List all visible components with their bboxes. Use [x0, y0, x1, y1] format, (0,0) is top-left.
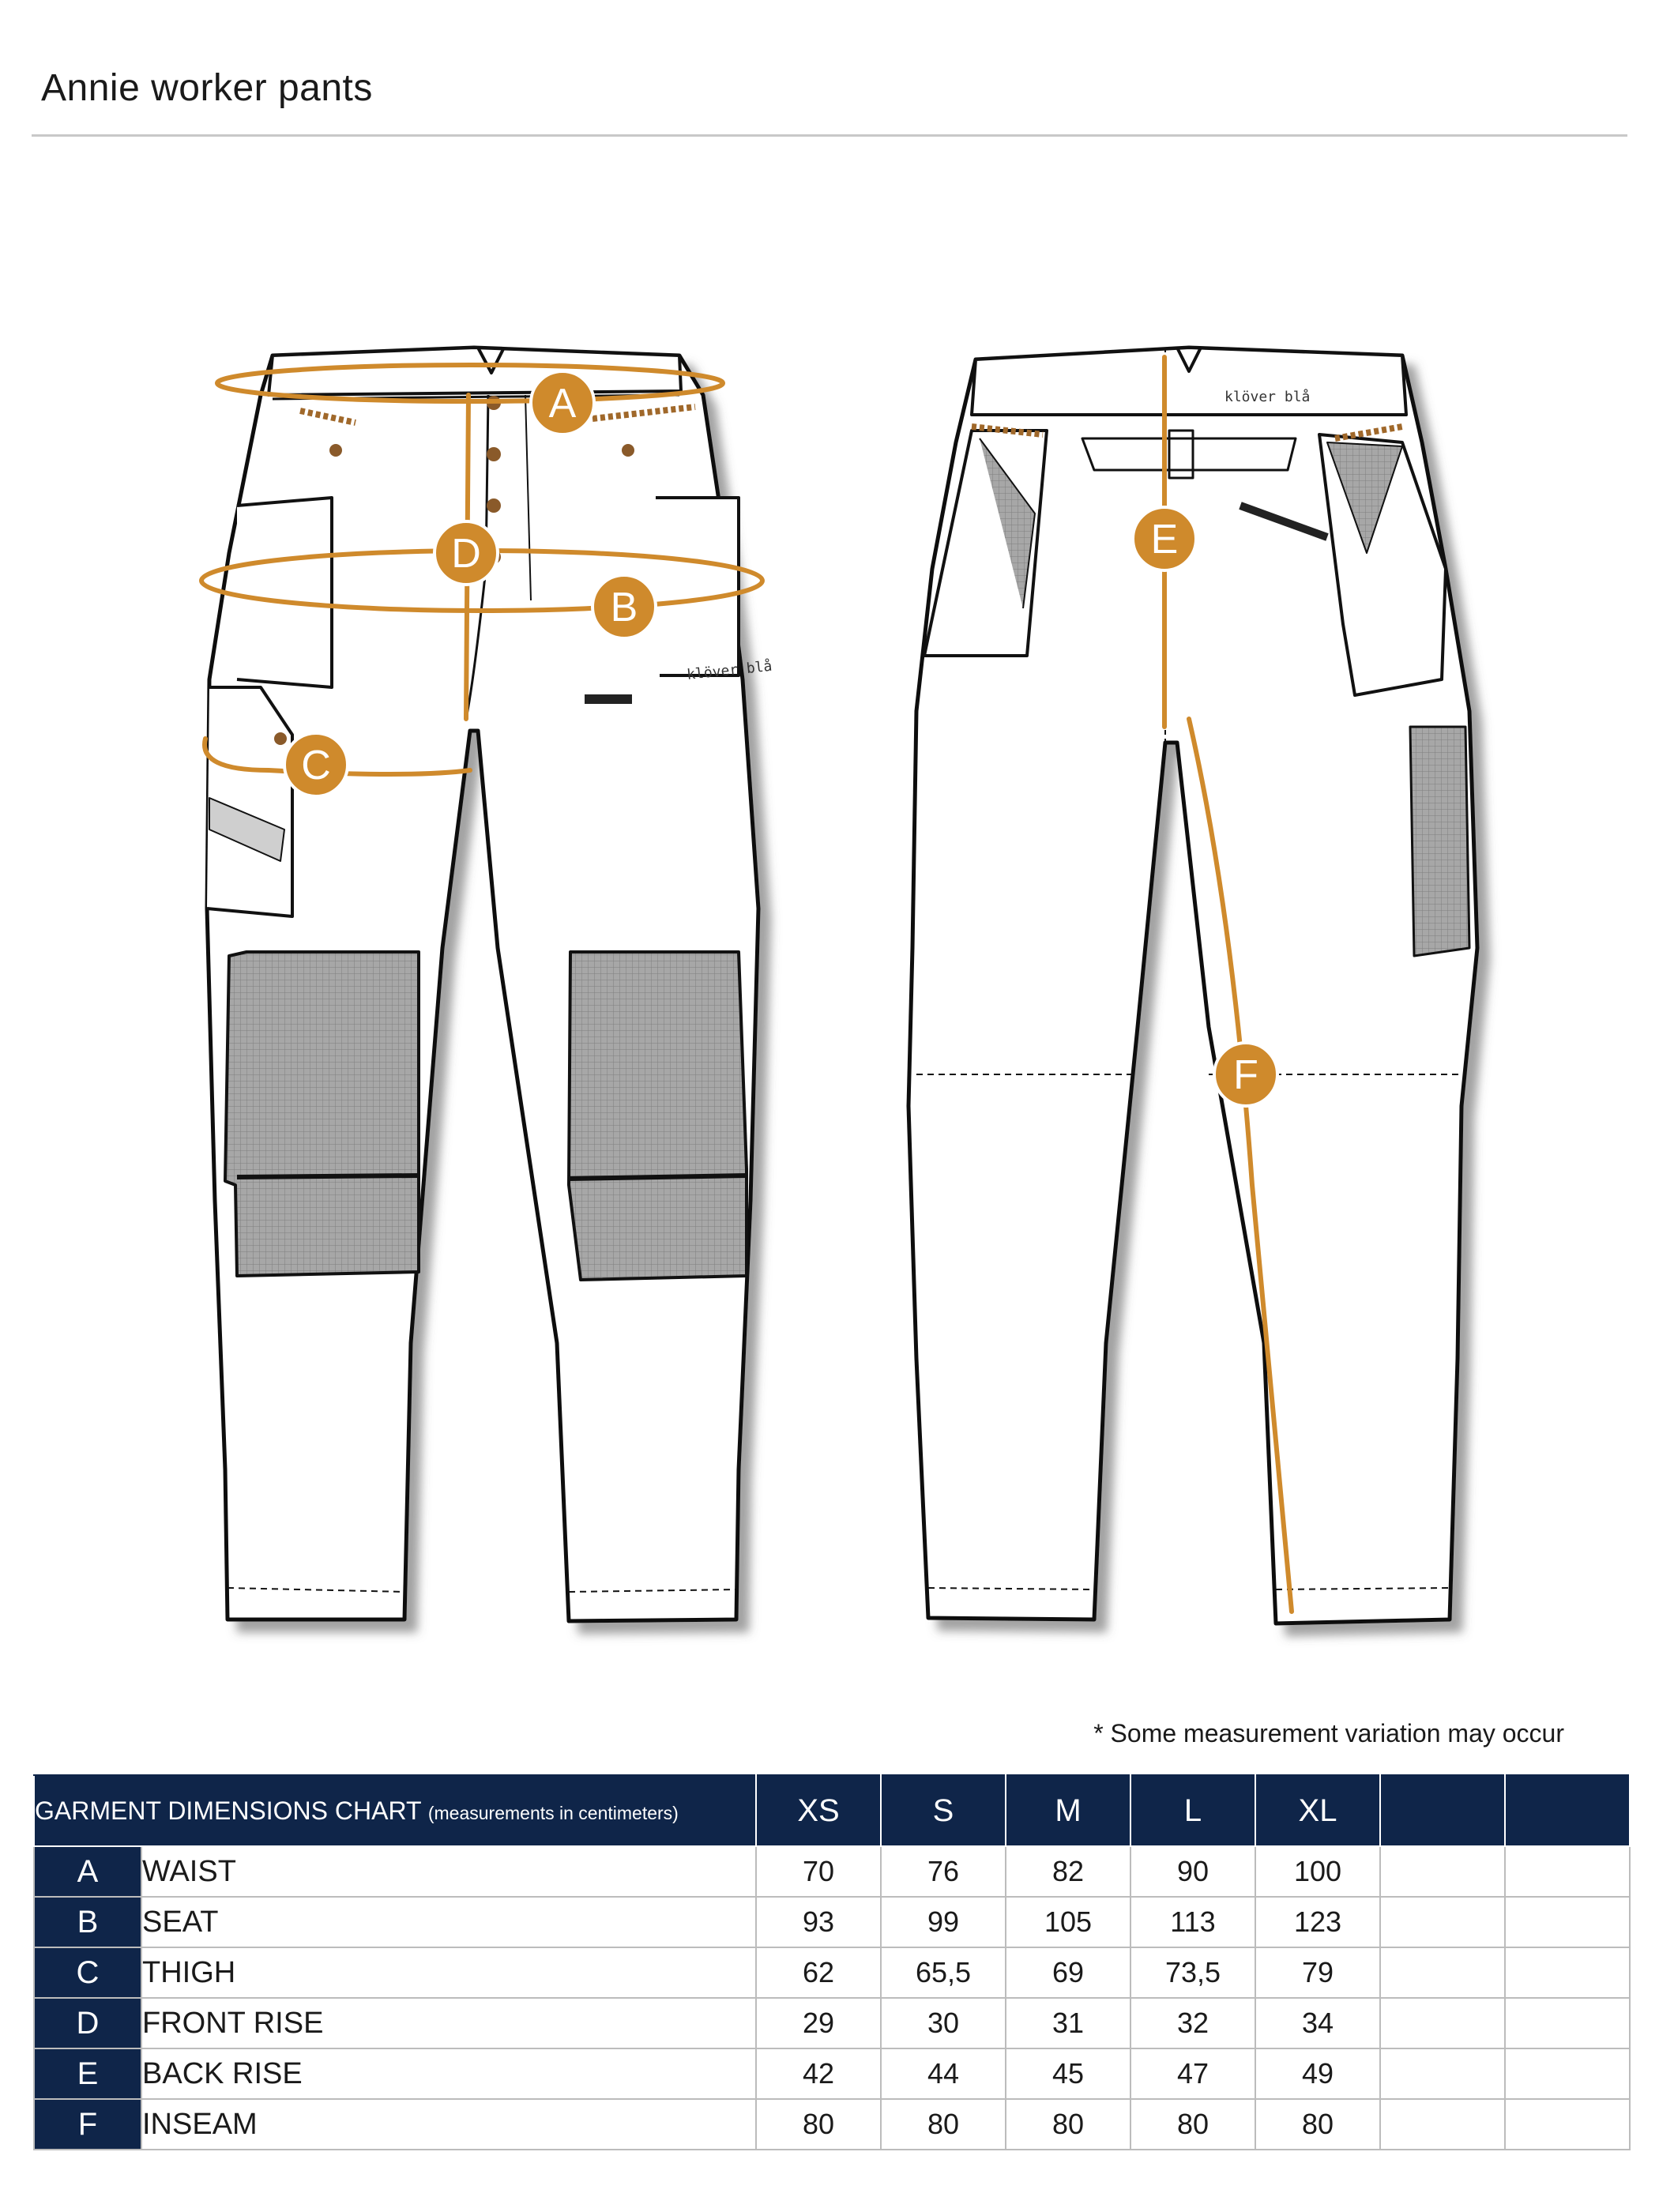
front-view: [205, 345, 761, 1623]
row-value: [1379, 1845, 1506, 1898]
label-c-badge: C: [283, 732, 349, 798]
row-value: [1504, 2048, 1631, 2100]
size-header: XL: [1255, 1774, 1381, 1847]
row-value: 65,5: [880, 1947, 1006, 1999]
label-a: A: [549, 381, 577, 427]
row-value: 49: [1255, 2048, 1381, 2100]
title-divider: [32, 134, 1627, 137]
table-subtitle: (measurements in centimeters): [427, 1802, 679, 1823]
size-header: [1504, 1774, 1631, 1847]
front-left-knee-patch: [224, 950, 420, 1277]
row-value: 80: [880, 2098, 1006, 2150]
label-b-badge: B: [591, 574, 657, 640]
table-title-text: GARMENT DIMENSIONS CHART: [35, 1796, 421, 1825]
table-header-row: GARMENT DIMENSIONS CHART (measurements i…: [33, 1774, 1631, 1847]
row-value: 100: [1255, 1845, 1381, 1898]
label-c: C: [301, 743, 331, 788]
size-header: XS: [755, 1774, 882, 1847]
row-value: 69: [1005, 1947, 1131, 1999]
row-value: [1504, 1896, 1631, 1948]
row-value: 80: [1255, 2098, 1381, 2150]
row-value: [1504, 1845, 1631, 1898]
back-view: [906, 345, 1480, 1626]
row-value: 76: [880, 1845, 1006, 1898]
row-value: 34: [1255, 1997, 1381, 2049]
size-header: S: [880, 1774, 1006, 1847]
row-code: E: [33, 2048, 142, 2100]
table-row: C THIGH 62 65,5 69 73,5 79: [33, 1947, 1631, 1999]
row-value: [1379, 1947, 1506, 1999]
row-name: BACK RISE: [141, 2048, 757, 2100]
row-value: 70: [755, 1845, 882, 1898]
row-value: 82: [1005, 1845, 1131, 1898]
table-row: E BACK RISE 42 44 45 47 49: [33, 2048, 1631, 2100]
label-f-badge: F: [1213, 1041, 1279, 1108]
brand-mark-back: klöver blå: [1224, 389, 1310, 405]
pants-technical-drawing: A B C D E F klöver blå klöver blå: [199, 345, 1480, 1626]
row-code: F: [33, 2098, 142, 2150]
label-e: E: [1151, 517, 1179, 562]
row-name: THIGH: [141, 1947, 757, 1999]
row-value: 99: [880, 1896, 1006, 1948]
row-value: 90: [1130, 1845, 1256, 1898]
label-e-badge: E: [1131, 506, 1198, 572]
row-value: 80: [1130, 2098, 1256, 2150]
row-name: INSEAM: [141, 2098, 757, 2150]
front-right-knee-patch: [567, 950, 748, 1281]
row-value: [1504, 1997, 1631, 2049]
row-value: 105: [1005, 1896, 1131, 1948]
measurement-note: * Some measurement variation may occur: [1093, 1719, 1564, 1747]
row-value: 80: [755, 2098, 882, 2150]
size-header: M: [1005, 1774, 1131, 1847]
row-value: 32: [1130, 1997, 1256, 2049]
row-name: WAIST: [141, 1845, 757, 1898]
table-title: GARMENT DIMENSIONS CHART (measurements i…: [33, 1774, 757, 1847]
row-value: 73,5: [1130, 1947, 1256, 1999]
table-row: F INSEAM 80 80 80 80 80: [33, 2098, 1631, 2150]
row-name: SEAT: [141, 1896, 757, 1948]
inseam-measure-line: [1187, 717, 1294, 1614]
row-name: FRONT RISE: [141, 1997, 757, 2049]
table-row: D FRONT RISE 29 30 31 32 34: [33, 1997, 1631, 2049]
row-value: 29: [755, 1997, 882, 2049]
row-value: 30: [880, 1997, 1006, 2049]
garment-dimensions-table: GARMENT DIMENSIONS CHART (measurements i…: [33, 1774, 1631, 2150]
row-value: [1379, 2098, 1506, 2150]
label-a-badge: A: [529, 370, 596, 436]
row-value: 93: [755, 1896, 882, 1948]
row-value: 80: [1005, 2098, 1131, 2150]
row-value: 113: [1130, 1896, 1256, 1948]
table-row: A WAIST 70 76 82 90 100: [33, 1845, 1631, 1898]
page-title: Annie worker pants: [41, 67, 373, 109]
label-f: F: [1233, 1052, 1258, 1098]
row-value: 62: [755, 1947, 882, 1999]
table-row: B SEAT 93 99 105 113 123: [33, 1896, 1631, 1948]
label-d: D: [451, 531, 481, 577]
row-value: 42: [755, 2048, 882, 2100]
label-b: B: [611, 585, 638, 630]
row-value: 44: [880, 2048, 1006, 2100]
row-code: B: [33, 1896, 142, 1948]
row-value: 79: [1255, 1947, 1381, 1999]
row-value: 31: [1005, 1997, 1131, 2049]
back-pants-outline: [906, 345, 1480, 1626]
row-value: [1504, 2098, 1631, 2150]
size-header: [1379, 1774, 1506, 1847]
row-code: C: [33, 1947, 142, 1999]
row-code: D: [33, 1997, 142, 2049]
row-value: [1379, 2048, 1506, 2100]
label-d-badge: D: [433, 520, 499, 586]
row-value: [1379, 1997, 1506, 2049]
row-value: 47: [1130, 2048, 1256, 2100]
row-value: [1379, 1896, 1506, 1948]
row-code: A: [33, 1845, 142, 1898]
row-value: 123: [1255, 1896, 1381, 1948]
size-header: L: [1130, 1774, 1256, 1847]
row-value: 45: [1005, 2048, 1131, 2100]
row-value: [1504, 1947, 1631, 1999]
